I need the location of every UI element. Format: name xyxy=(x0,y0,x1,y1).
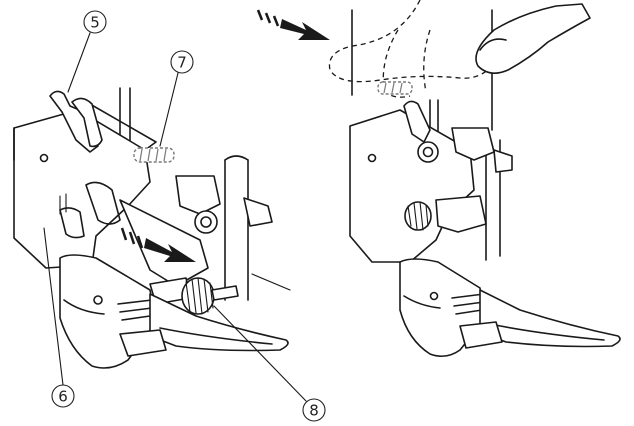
callout-6: 6 xyxy=(43,227,75,408)
svg-text:6: 6 xyxy=(58,388,68,406)
walking-foot-body xyxy=(13,103,209,287)
callout-8: 8 xyxy=(213,305,326,422)
right-foot-assembly xyxy=(256,0,621,358)
svg-text:5: 5 xyxy=(90,14,100,32)
finger-icon xyxy=(328,0,591,131)
foot-sole-right xyxy=(399,258,621,358)
walking-foot-body-right xyxy=(349,100,513,263)
thumb-screw-right xyxy=(404,201,432,231)
foot-sole xyxy=(59,254,289,369)
thumb-screw xyxy=(149,277,239,315)
lever-arm xyxy=(49,90,103,153)
callout-7: 7 xyxy=(159,50,194,147)
reference-line xyxy=(251,273,291,291)
needle-clamp xyxy=(175,175,273,234)
screw-hatched xyxy=(133,147,175,163)
svg-text:7: 7 xyxy=(177,54,187,72)
callout-5: 5 xyxy=(67,10,107,93)
left-foot-assembly xyxy=(13,87,291,369)
arrow-right-icon xyxy=(120,227,196,262)
svg-text:8: 8 xyxy=(309,402,319,420)
arrow-right-icon-top xyxy=(256,9,330,40)
screw-hatched-right xyxy=(377,81,413,95)
